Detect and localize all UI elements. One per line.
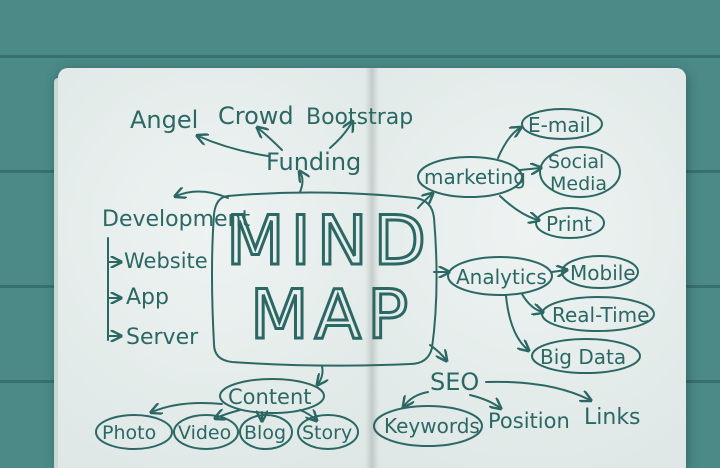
video-bubble — [173, 414, 239, 450]
notebook-spine — [365, 68, 379, 468]
connector — [551, 270, 566, 272]
node-email: E-mail — [528, 113, 591, 137]
connector — [519, 168, 540, 170]
node-social: Social — [548, 151, 604, 173]
connector — [521, 293, 542, 312]
connector — [318, 365, 323, 384]
connector — [417, 194, 432, 209]
node-blog: Blog — [244, 422, 286, 444]
node-story: Story — [302, 422, 352, 444]
node-links: Links — [584, 405, 641, 430]
node-app: App — [126, 285, 169, 310]
connector — [300, 172, 303, 193]
analytics-bubble — [447, 256, 553, 296]
node-content: Content — [228, 385, 312, 409]
connector — [216, 410, 241, 418]
node-server: Server — [126, 325, 199, 350]
connector — [499, 195, 538, 220]
node-keywords: Keywords — [384, 414, 480, 438]
story-bubble — [297, 414, 359, 450]
marketing-bubble — [417, 156, 523, 198]
blog-bubble — [239, 414, 293, 450]
connector — [404, 391, 429, 406]
connector — [299, 410, 316, 420]
connector — [198, 136, 269, 157]
left-page — [58, 68, 372, 468]
right-page — [372, 68, 686, 468]
node-funding: Funding — [266, 148, 361, 176]
node-realtime: Real-Time — [552, 303, 649, 327]
photo-bubble — [95, 414, 173, 450]
center-title-line1: MIND — [226, 202, 432, 281]
center-box — [211, 191, 438, 367]
content-bubble — [219, 378, 325, 414]
connector — [176, 191, 229, 198]
connector — [152, 402, 223, 412]
mind-map-drawing: MIND MAP Angel Crowd Bootstrap Funding D… — [95, 102, 655, 450]
connector — [329, 122, 352, 149]
node-bootstrap: Bootstrap — [306, 105, 413, 130]
center-title-line2: MAP — [250, 276, 414, 355]
node-print: Print — [546, 212, 592, 236]
keywords-bubble — [373, 405, 483, 447]
connector — [429, 344, 446, 360]
realtime-bubble — [541, 296, 655, 332]
connector — [485, 380, 590, 400]
wood-plank-seam — [0, 55, 720, 58]
connector — [469, 394, 500, 408]
node-photo: Photo — [102, 422, 156, 444]
node-angel: Angel — [130, 106, 198, 134]
node-video: Video — [178, 422, 231, 444]
node-mobile: Mobile — [570, 261, 636, 285]
connector — [505, 295, 528, 350]
node-position: Position — [488, 409, 570, 433]
node-marketing: marketing — [424, 165, 526, 189]
bigdata-bubble — [531, 338, 641, 374]
mobile-bubble — [561, 255, 639, 289]
social-media-bubble — [539, 146, 621, 198]
node-media: Media — [550, 173, 607, 195]
connector — [497, 128, 520, 159]
page-edge — [54, 78, 60, 468]
node-bigdata: Big Data — [540, 345, 626, 369]
node-website: Website — [124, 249, 208, 273]
node-analytics: Analytics — [456, 265, 547, 289]
node-crowd: Crowd — [218, 102, 294, 130]
node-seo: SEO — [430, 368, 479, 396]
connector — [258, 128, 283, 151]
email-bubble — [521, 108, 603, 140]
print-bubble — [535, 207, 605, 239]
node-development: Development — [102, 207, 250, 232]
